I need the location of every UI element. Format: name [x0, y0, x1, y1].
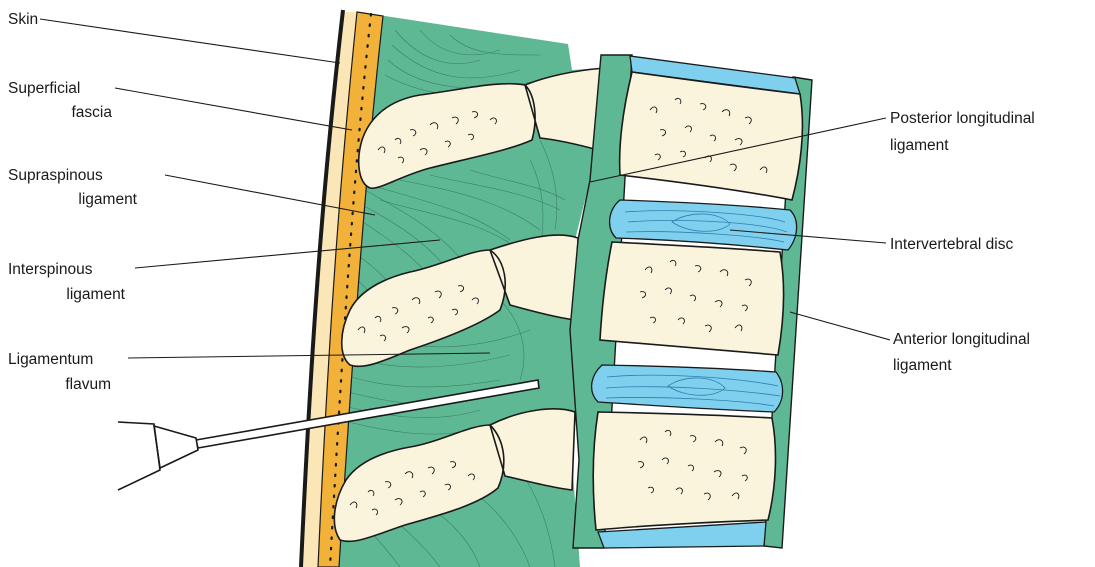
label-skin: Skin — [8, 11, 38, 28]
intervertebral-disc-upper — [610, 200, 797, 250]
label-superficial-fascia-line1: Superficial — [8, 80, 80, 97]
label-anterior-longitudinal-line1: Anterior longitudinal — [893, 331, 1030, 348]
needle-hub — [154, 426, 198, 468]
label-superficial-fascia-line2: fascia — [72, 104, 113, 121]
label-interspinous-line1: Interspinous — [8, 261, 93, 278]
label-anterior-longitudinal-line2: ligament — [893, 357, 952, 374]
vertebral-body-lower — [593, 412, 775, 530]
intervertebral-disc-lower — [592, 365, 783, 412]
label-posterior-longitudinal-line1: Posterior longitudinal — [890, 110, 1035, 127]
leader-anterior-longitudinal — [790, 312, 890, 340]
leader-superficial-fascia — [115, 88, 352, 130]
label-intervertebral-disc: Intervertebral disc — [890, 236, 1013, 253]
vertebral-body-upper — [620, 72, 803, 200]
label-posterior-longitudinal-line2: ligament — [890, 137, 949, 154]
label-supraspinous-line1: Supraspinous — [8, 167, 103, 184]
vertebral-body-middle — [600, 242, 784, 355]
label-ligamentum-flavum-line2: flavum — [65, 376, 111, 393]
label-supraspinous-line2: ligament — [78, 191, 137, 208]
label-interspinous-line2: ligament — [66, 286, 125, 303]
label-ligamentum-flavum-line1: Ligamentum — [8, 351, 93, 368]
leader-skin — [40, 19, 340, 63]
needle-syringe — [118, 422, 160, 490]
